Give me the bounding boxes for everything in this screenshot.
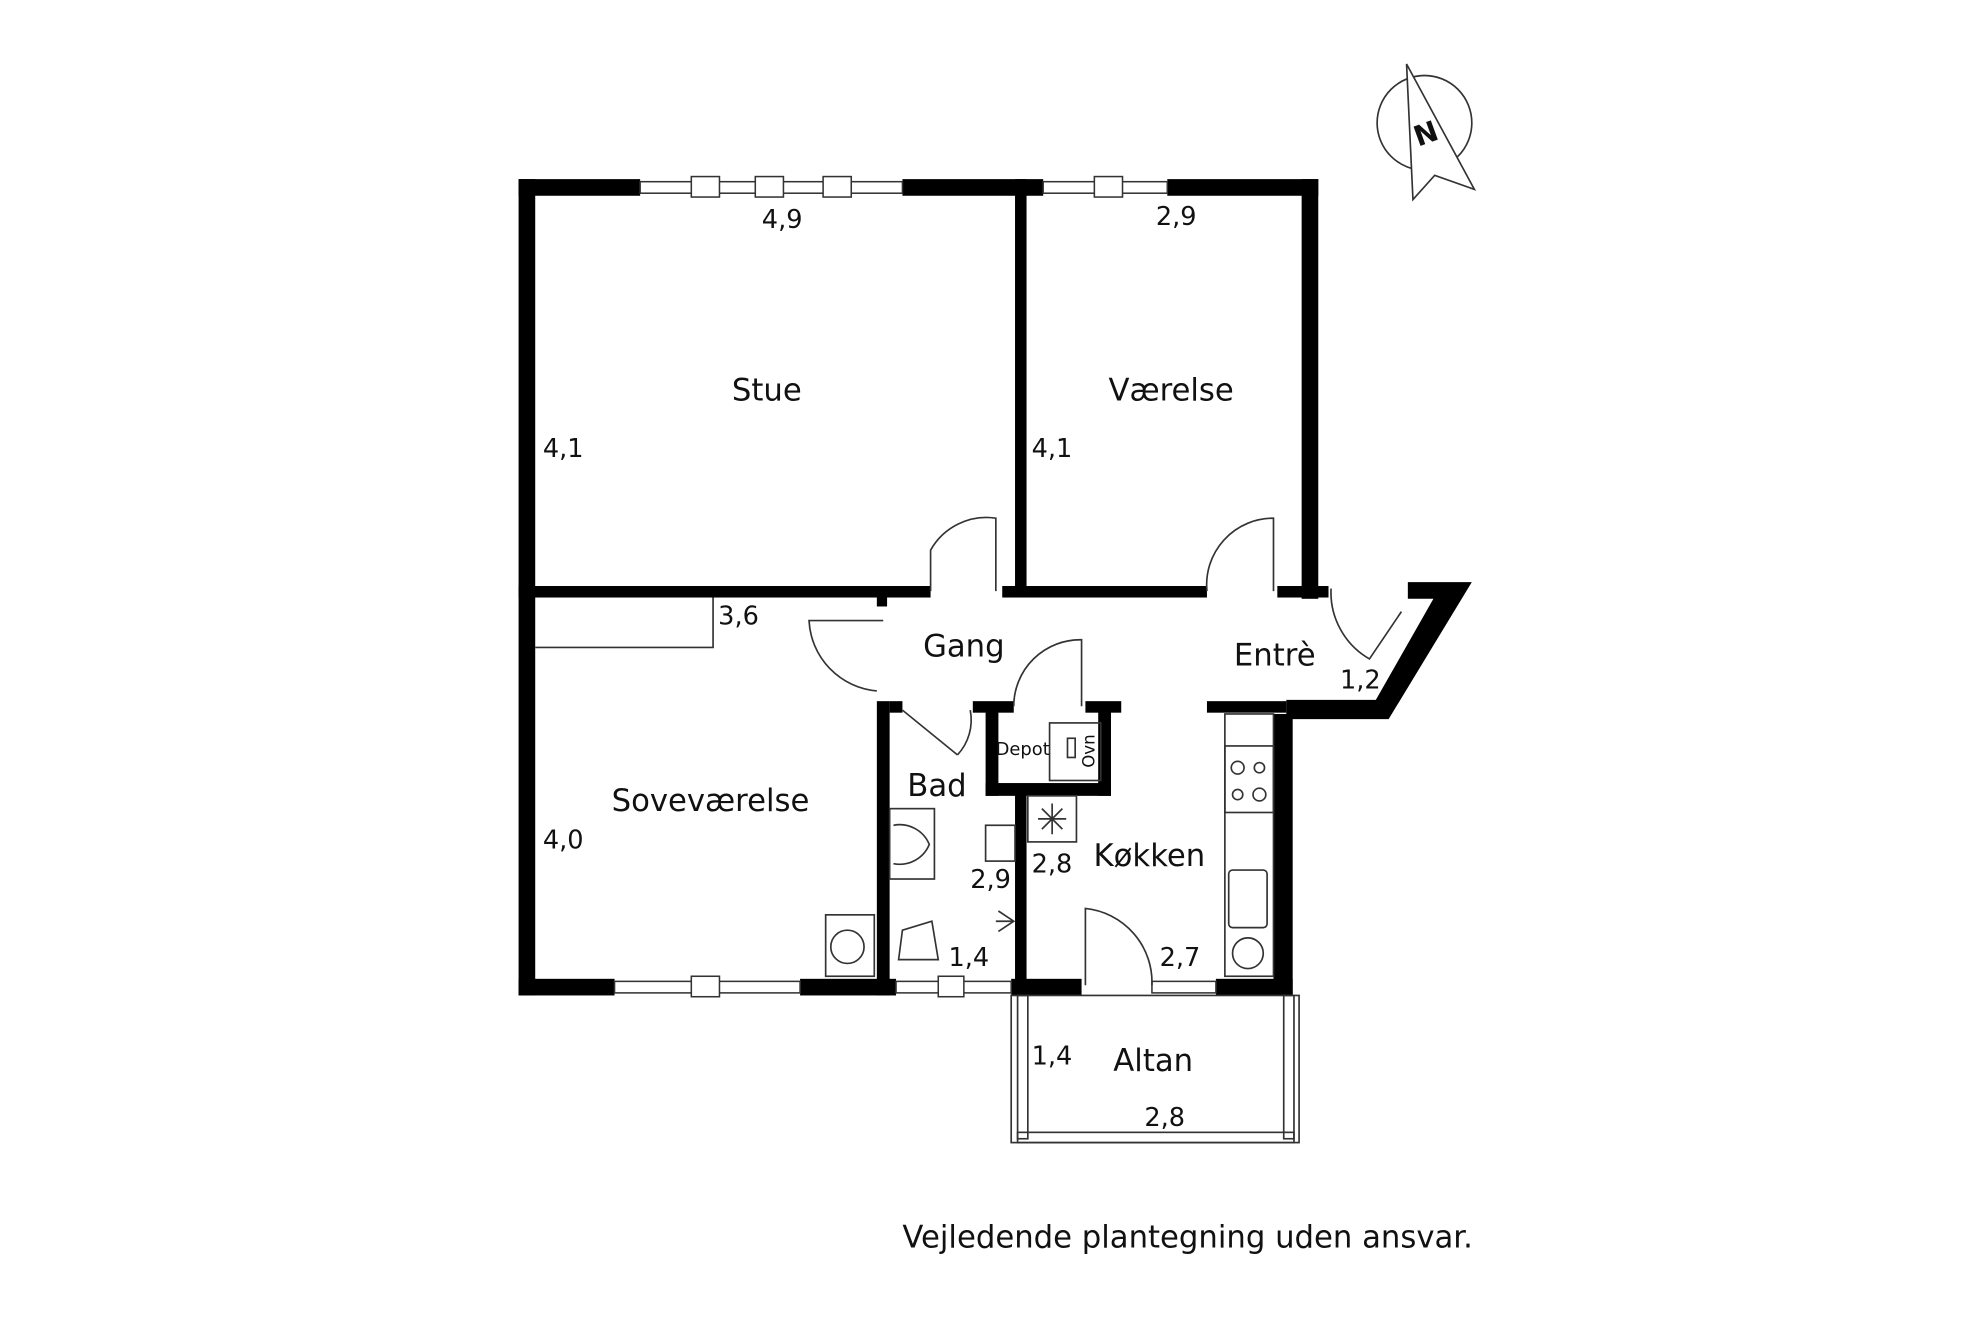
fixtures <box>824 713 1275 978</box>
doors <box>808 516 1403 986</box>
balcony <box>1010 994 1300 1144</box>
washbasin-icon <box>888 807 936 880</box>
room-sovevaerelse: Soveværelse <box>612 784 810 819</box>
room-bad: Bad <box>907 769 966 804</box>
dim-vaerelse-width: 2,9 <box>1156 202 1197 232</box>
room-gang: Gang <box>923 629 1005 664</box>
dimension-labels: 4,9 4,1 2,9 4,1 3,6 4,0 1,2 2,9 1,4 2,8 … <box>543 202 1381 1133</box>
north-arrow-icon: N <box>1376 63 1477 202</box>
dim-bad-width: 1,4 <box>948 943 989 973</box>
dim-vaerelse-depth: 4,1 <box>1032 434 1073 464</box>
stove-icon <box>1224 745 1275 814</box>
toilet-icon <box>897 920 940 961</box>
freezer-icon <box>1026 795 1078 843</box>
disclaimer: Vejledende plantegning uden ansvar. <box>902 1221 1472 1256</box>
dim-kokken-depth: 2,8 <box>1032 850 1073 880</box>
walls <box>518 179 1472 996</box>
windows <box>613 175 1217 998</box>
dim-altan-depth: 1,4 <box>1032 1042 1073 1072</box>
oven-icon <box>1048 722 1102 782</box>
dim-stue-depth: 4,1 <box>543 434 584 464</box>
room-depot: Depot <box>996 739 1050 760</box>
room-kokken: Køkken <box>1094 839 1206 874</box>
dim-entre: 1,2 <box>1340 665 1381 695</box>
dim-sove-depth: 4,0 <box>543 825 584 855</box>
dim-altan-width: 2,8 <box>1144 1103 1185 1133</box>
room-labels: Stue Værelse Gang Entrè Soveværelse Bad … <box>612 373 1316 1078</box>
room-vaerelse: Værelse <box>1108 373 1233 408</box>
oven-label: Ovn <box>1079 734 1098 767</box>
room-altan: Altan <box>1113 1044 1193 1079</box>
dim-stue-width: 4,9 <box>762 205 803 235</box>
sink-icon <box>1227 869 1268 929</box>
dim-sove-width: 3,6 <box>718 601 759 631</box>
dishwasher-icon <box>1231 937 1265 970</box>
dim-bad-depth: 2,9 <box>970 865 1011 895</box>
room-stue: Stue <box>732 373 802 408</box>
dim-kokken-width: 2,7 <box>1160 943 1201 973</box>
washing-machine-icon <box>824 914 876 978</box>
room-entre: Entrè <box>1234 638 1316 673</box>
